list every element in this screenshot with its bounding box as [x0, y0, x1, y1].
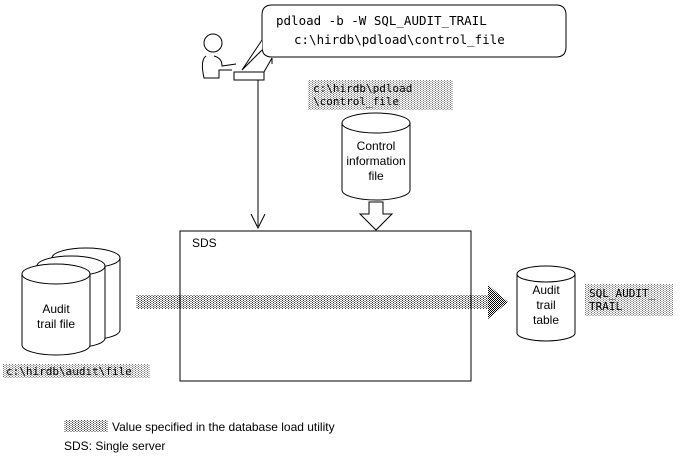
data-flow-arrow — [136, 285, 508, 319]
audit-file-label-2: trail file — [37, 317, 75, 331]
legend-dotted-text: Value specified in the database load uti… — [112, 420, 335, 434]
audit-table-label-1: Audit — [532, 283, 560, 297]
control-path-line-2: \control_file — [313, 95, 399, 108]
command-line-2: c:\hirdb\pdload\control_file — [294, 32, 505, 47]
audit-table-cylinder — [516, 265, 576, 342]
command-line-1: pdload -b -W SQL_AUDIT_TRAIL — [276, 13, 487, 28]
table-name-line-2: TRAIL — [589, 300, 622, 313]
table-name-line-1: SQL_AUDIT_ — [589, 287, 656, 300]
control-path-dots — [308, 80, 453, 110]
legend-sds-text: SDS: Single server — [64, 439, 165, 453]
audit-file-cylinders — [21, 247, 121, 356]
audit-table-label-2: trail — [536, 298, 555, 312]
control-to-sds-arrow — [358, 201, 394, 231]
legend-dotted-swatch — [64, 420, 108, 432]
command-bubble — [241, 4, 567, 71]
audit-table-label-3: table — [533, 313, 559, 327]
audit-path-text: c:\hirdb\audit\file — [6, 365, 132, 378]
control-file-label-1: Control — [357, 139, 396, 153]
audit-file-label-1: Audit — [42, 302, 70, 316]
operator-icon — [201, 33, 273, 81]
operator-to-sds-arrow — [250, 80, 266, 230]
audit-path-dots — [3, 364, 150, 378]
control-file-cylinder — [341, 112, 411, 201]
table-name-dots — [585, 284, 673, 316]
control-file-label-2: information — [346, 154, 405, 168]
control-file-label-3: file — [368, 169, 384, 183]
control-path-line-1: c:\hirdb\pdload — [313, 82, 412, 95]
sds-label: SDS — [192, 236, 217, 250]
